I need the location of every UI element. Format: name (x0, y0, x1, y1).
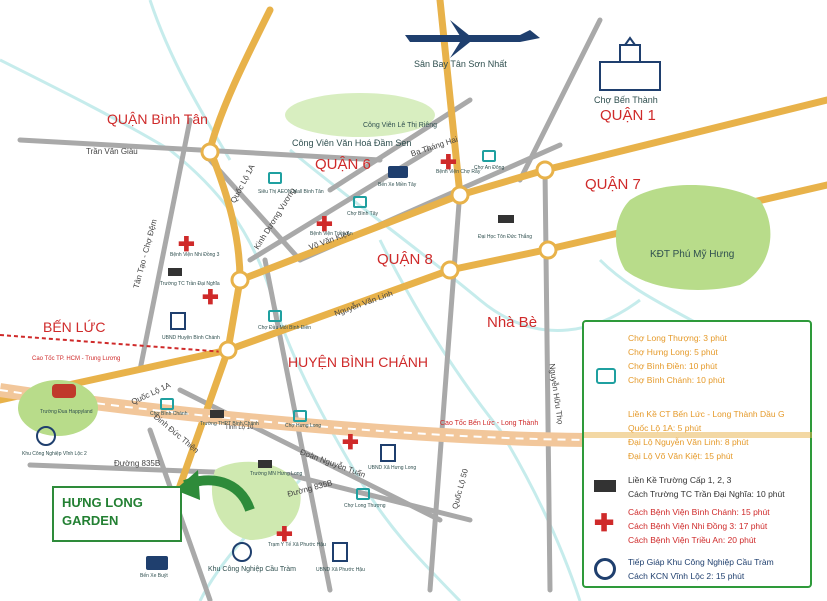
cart-icon (268, 172, 282, 184)
hospital-icon: ✚ (440, 152, 457, 174)
project-name-line2: GARDEN (62, 513, 119, 528)
project-name-line1: HƯNG LONG (62, 495, 143, 510)
happyland-area (18, 380, 98, 436)
poi-mn-hung-long: Trường MN Hưng Long (250, 471, 303, 477)
gear-icon (36, 426, 56, 446)
poi-binh-tay: Chợ Bình Tây (347, 211, 378, 217)
cart-icon (293, 410, 307, 422)
cart-icon (596, 368, 616, 384)
legend-market-1: Chợ Long Thượng: 3 phút (628, 333, 727, 343)
district-q1: QUẬN 1 (600, 107, 656, 124)
graduation-cap-icon (210, 410, 224, 418)
legend-school-2: Cách Trường TC Trần Đại Nghĩa: 10 phút (628, 489, 785, 499)
bus-icon (388, 166, 408, 178)
legend-road-3: Đại Lộ Nguyễn Văn Linh: 8 phút (628, 437, 749, 447)
legend-market-2: Chợ Hưng Long: 5 phút (628, 347, 718, 357)
poi-cho-ray: Bệnh Viện Chợ Rẫy (436, 169, 481, 175)
building-icon (170, 312, 186, 330)
street-cao-toc-trung-luong: Cao Tốc TP. HCM - Trung Lương (32, 356, 121, 362)
road-bar-icon (584, 432, 812, 438)
poi-cho-hung-long: Chợ Hưng Long (285, 423, 322, 429)
cart-icon (353, 196, 367, 208)
legend-road-4: Đại Lộ Võ Văn Kiệt: 15 phút (628, 451, 733, 461)
legend-hospital-3: Cách Bệnh Viện Triều An: 20 phút (628, 535, 756, 545)
le-thi-rieng-label: Công Viên Lê Thị Riêng (363, 122, 438, 129)
poi-nhi-dong-3: Bệnh Viện Nhi Đồng 3 (170, 252, 220, 258)
hospital-icon: ✚ (594, 510, 615, 537)
poi-tram-y-te: Trạm Y Tế Xã Phước Hậu (268, 542, 326, 548)
airplane-icon (405, 20, 540, 58)
street-tinh-lo-10: Tỉnh Lộ 10 (225, 425, 254, 431)
legend-box: Chợ Long Thượng: 3 phút Chợ Hưng Long: 5… (582, 320, 812, 588)
poi-binh-dien: Chợ Đầu Mối Bình Điền (258, 325, 312, 331)
hospital-icon: ✚ (178, 234, 195, 256)
street-cao-toc-long-thanh: Cao Tốc Bến Lức - Long Thành (440, 420, 539, 427)
race-car-icon (52, 384, 76, 398)
district-q8: QUẬN 8 (377, 251, 433, 268)
legend-road-1: Liền Kề CT Bến Lức - Long Thành Dầu G (628, 409, 785, 419)
street-835b-left: Đường 835B (114, 459, 161, 468)
district-q6: QUẬN 6 (315, 156, 371, 173)
hospital-icon: ✚ (316, 214, 333, 236)
poi-aeon: Siêu Thị AEON Mall Bình Tân (258, 189, 324, 195)
cart-icon (356, 488, 370, 500)
hospital-icon: ✚ (202, 287, 219, 309)
district-binh-chanh: HUYỆN BÌNH CHÁNH (288, 354, 429, 370)
poi-tran-dai-nghia: Trường TC Trần Đại Nghĩa (160, 281, 220, 287)
legend-hospital-2: Cách Bệnh Viện Nhi Đồng 3: 17 phút (628, 521, 768, 531)
poi-mien-tay: Bến Xe Miền Tây (378, 182, 417, 188)
legend-school-1: Liền Kề Trường Cấp 1, 2, 3 (628, 475, 732, 485)
intersections (200, 142, 558, 360)
gear-icon (232, 542, 252, 562)
legend-industry-2: Cách KCN Vĩnh Lộc 2: 15 phút (628, 571, 745, 581)
poi-ubnd-binh-chanh: UBND Huyện Bình Chánh (162, 335, 220, 341)
graduation-cap-icon (498, 215, 514, 223)
legend-road-2: Quốc Lộ 1A: 5 phút (628, 423, 702, 433)
legend-hospital-1: Cách Bệnh Viện Bình Chánh: 15 phút (628, 507, 770, 517)
project-area (211, 461, 301, 540)
phu-my-hung-label: KĐT Phú Mỹ Hưng (650, 249, 735, 260)
poi-trieu-an: Bệnh Viện Triều An (310, 231, 353, 237)
project-label-box: HƯNG LONG GARDEN (52, 486, 182, 542)
building-icon (380, 444, 396, 462)
poi-vinh-loc-2: Khu Công Nghiệp Vĩnh Lộc 2 (22, 451, 87, 457)
poi-ubnd-phuoc-hau: UBND Xã Phước Hậu (316, 567, 365, 573)
poi-an-dong: Chợ An Đông (474, 165, 505, 171)
cart-icon (268, 310, 282, 322)
dam-sen-label: Công Viên Văn Hoá Đầm Sen (292, 138, 412, 148)
gear-icon (594, 558, 616, 580)
hospital-icon: ✚ (276, 524, 293, 546)
graduation-cap-icon (594, 480, 616, 492)
park-area (285, 93, 435, 137)
poi-ubnd-hung-long: UBND Xã Hưng Long (368, 465, 417, 471)
legend-market-3: Chợ Bình Điền: 10 phút (628, 361, 718, 371)
graduation-cap-icon (258, 460, 272, 468)
district-nha-be: Nhà Bè (487, 314, 538, 331)
district-q7: QUẬN 7 (585, 176, 641, 193)
legend-industry-1: Tiếp Giáp Khu Công Nghiệp Cầu Tràm (628, 557, 774, 567)
building-icon (332, 542, 348, 562)
poi-long-thuong: Chợ Long Thượng (344, 503, 386, 509)
airport-label: Sân Bay Tân Sơn Nhất (414, 59, 507, 69)
street-tran-van-giau: Trần Văn Giàu (86, 147, 138, 156)
poi-ton-duc-thang: Đại Học Tôn Đức Thắng (478, 234, 533, 240)
legend-market-4: Chợ Bình Chánh: 10 phút (628, 375, 725, 385)
district-ben-luc: BẾN LỨC (43, 319, 106, 335)
cart-icon (160, 398, 174, 410)
graduation-cap-icon (168, 268, 182, 276)
poi-cho-binh-chanh: Chợ Bình Chánh (150, 411, 188, 417)
ben-thanh-label: Chợ Bến Thành (594, 95, 658, 105)
hospital-icon: ✚ (342, 432, 359, 454)
poi-cau-tram: Khu Công Nghiệp Cầu Tràm (208, 566, 296, 573)
phu-my-hung-area (615, 185, 771, 290)
bus-icon (146, 556, 168, 570)
ben-thanh-icon (599, 36, 661, 91)
poi-happyland: Trường Đua Happyland (40, 409, 93, 415)
poi-thpt-binh-chanh: Trường THPT Bình Chánh (200, 421, 259, 427)
district-binh-tan: QUẬN Bình Tân (107, 111, 208, 127)
cart-icon (482, 150, 496, 162)
poi-bus-station: Bến Xe Buýt (140, 573, 168, 579)
